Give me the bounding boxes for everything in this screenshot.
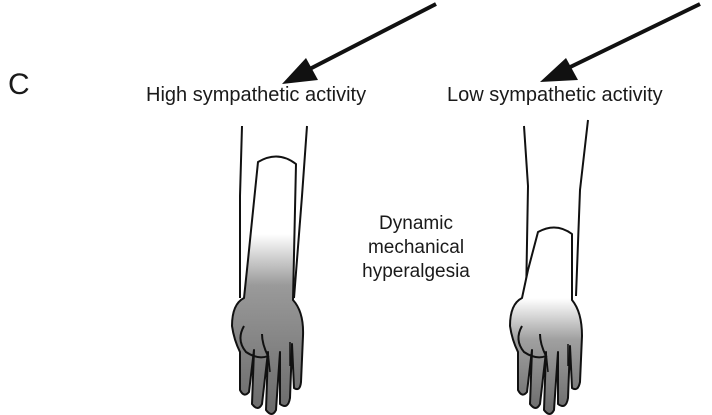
center-annotation: Dynamic mechanical hyperalgesia xyxy=(330,212,502,284)
center-line-2: mechanical xyxy=(330,236,502,260)
right-arm-low xyxy=(510,120,588,414)
label-low-sympathetic: Low sympathetic activity xyxy=(447,84,663,107)
center-line-1: Dynamic xyxy=(330,212,502,236)
left-shaded-region xyxy=(232,156,303,414)
arrow-high-sympathetic xyxy=(282,4,436,84)
panel-label: C xyxy=(8,68,30,102)
arrow-low-sympathetic xyxy=(540,4,700,82)
right-shaded-region xyxy=(510,227,582,414)
left-arm-high xyxy=(232,126,307,414)
label-high-sympathetic: High sympathetic activity xyxy=(146,84,366,107)
center-line-3: hyperalgesia xyxy=(330,260,502,284)
